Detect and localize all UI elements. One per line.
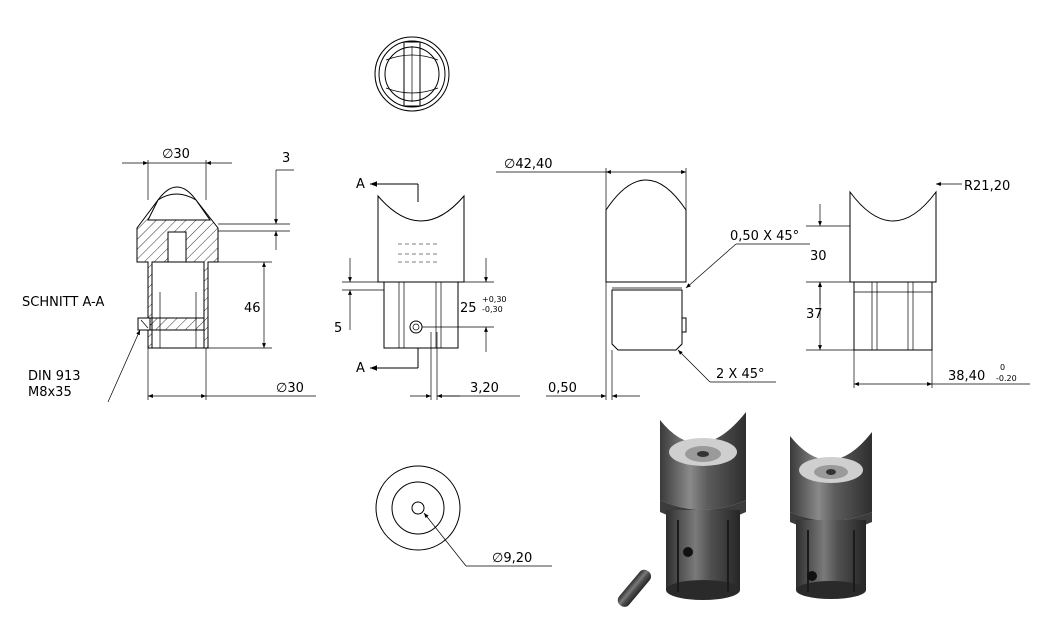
side-chamfer-bottom: 2 X 45°	[716, 367, 764, 382]
side-outer-dia: ∅42,40	[504, 157, 553, 172]
side-chamfer-top: 0,50 X 45°	[730, 229, 799, 244]
side-step-dim: 0,50	[548, 381, 577, 396]
right-radius: R21,20	[964, 179, 1010, 194]
section-label: SCHNITT A-A	[22, 295, 104, 310]
front-view: A A 5 25 +0,30 -0,30 3,20	[334, 177, 520, 400]
front-tol-lower: -0,30	[482, 305, 503, 314]
screw-spec-line2: M8x35	[28, 385, 72, 400]
screw-spec-line1: DIN 913	[28, 369, 81, 384]
section-bottom-dia: ∅30	[276, 381, 304, 396]
section-top-dia: ∅30	[162, 147, 190, 162]
render-fitting-exploded	[617, 412, 746, 607]
front-tol-upper: +0,30	[482, 295, 507, 304]
top-view	[374, 36, 450, 112]
side-view: ∅42,40 0,50 X 45° 2 X 45° 0,50	[496, 157, 810, 400]
render-fitting-assembled	[790, 432, 872, 599]
section-height-dim: 46	[244, 301, 261, 316]
right-tol-lower: -0.20	[996, 374, 1017, 383]
front-shoulder-dim: 5	[334, 321, 342, 336]
bottom-hole-dia: ∅9,20	[492, 551, 532, 566]
cut-label-bottom: A	[356, 361, 365, 376]
section-view: ∅30 3 46 ∅30 SCHNITT A-A DIN 913 M8x35	[22, 147, 316, 403]
section-wall-dim: 3	[282, 151, 290, 166]
bottom-view: ∅9,20	[375, 465, 552, 567]
front-spigot-dim: 25	[460, 301, 477, 316]
front-hole-offset-dim: 3,20	[470, 381, 499, 396]
right-lower-dim: 37	[806, 307, 823, 322]
cut-label-top: A	[356, 177, 365, 192]
right-tol-upper: 0	[1000, 363, 1005, 372]
right-spigot-dia: 38,40	[948, 369, 985, 384]
right-upper-dim: 30	[810, 249, 827, 264]
right-view: R21,20 30 37 38,40 0 -0.20	[806, 179, 1030, 388]
